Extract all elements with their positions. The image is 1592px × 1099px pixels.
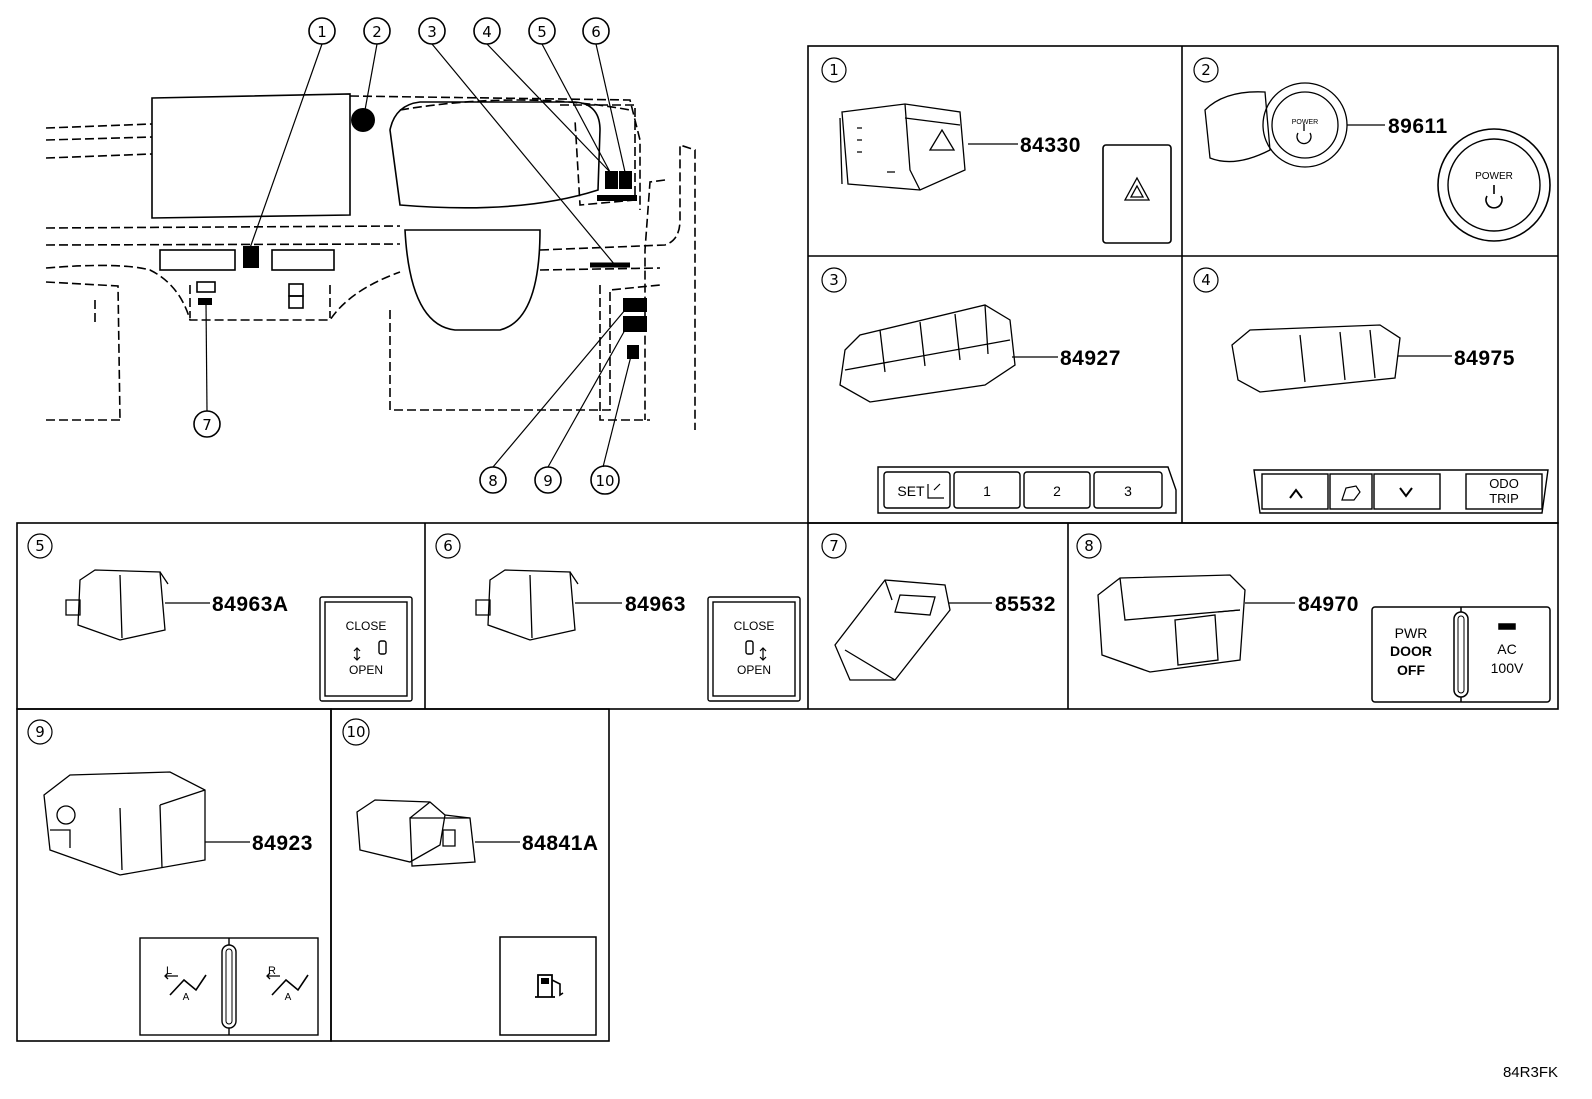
- power-label: POWER: [1475, 171, 1513, 182]
- hazard-button-face: [1102, 144, 1172, 244]
- slide-arrows-icon-6: [759, 647, 767, 661]
- callout-2: 2: [372, 23, 382, 41]
- power-small-label: POWER: [1292, 119, 1318, 126]
- slide-door-face-5: [319, 596, 413, 702]
- callout-4: 4: [482, 23, 492, 41]
- hazard-switch-drawing: [839, 103, 1018, 191]
- panel-3-number: 3: [829, 271, 839, 289]
- seat-switch-face: [139, 937, 319, 1036]
- memory-switch-drawing: [839, 304, 1058, 403]
- memory-1-label: 1: [983, 483, 991, 499]
- panel-9-number: 9: [35, 723, 45, 741]
- seat-set-icon: [927, 483, 944, 499]
- ac-switch-face: [1371, 606, 1551, 703]
- overview-callouts: [193, 17, 620, 495]
- door-label: DOOR: [1390, 643, 1432, 659]
- slide-arrows-icon-5: [353, 647, 361, 661]
- pwr-label: PWR: [1395, 625, 1428, 641]
- panel-2-number: 2: [1201, 61, 1211, 79]
- open-label-5: OPEN: [349, 663, 383, 677]
- close-label-6: CLOSE: [734, 619, 775, 633]
- part-numbers: 84330 89611 84927 84975 84963A 84963 855…: [212, 115, 1515, 855]
- volt-label: 100V: [1491, 660, 1524, 676]
- ac-switch-drawing: [1097, 574, 1295, 673]
- dashboard-markers: [198, 108, 647, 359]
- panel-5-number: 5: [35, 537, 45, 555]
- part-number-84923: 84923: [252, 832, 313, 855]
- part-number-84841A: 84841A: [522, 832, 599, 855]
- callout-6: 6: [591, 23, 601, 41]
- meter-button-strip: [1253, 469, 1549, 514]
- part-number-85532: 85532: [995, 593, 1056, 616]
- panel-grid: [16, 45, 1559, 1042]
- slide-door-switch-6-drawing: [475, 569, 622, 641]
- fuel-lid-face: [499, 936, 597, 1036]
- callout-5: 5: [537, 23, 547, 41]
- off-label: OFF: [1397, 662, 1425, 678]
- callout-9: 9: [543, 472, 553, 490]
- panel-1-number: 1: [829, 61, 839, 79]
- seat-a-left-label: A: [183, 992, 190, 1003]
- part-number-84963: 84963: [625, 593, 686, 616]
- power-switch-drawing: [1204, 82, 1385, 168]
- part-number-84330: 84330: [1020, 134, 1081, 157]
- callout-leaders: [205, 43, 633, 468]
- memory-button-strip: [877, 466, 1177, 514]
- drawing-code: 84R3FK: [1503, 1064, 1558, 1081]
- panel-6-number: 6: [443, 537, 453, 555]
- usb-socket-drawing: [834, 579, 992, 681]
- slide-door-face-6: [707, 596, 801, 702]
- seat-a-right-label: A: [285, 992, 292, 1003]
- button-face-labels: POWER POWER SET 1 2 3 ODO TRIP CLOSE OPE…: [166, 119, 1524, 1003]
- ac-label: AC: [1497, 641, 1516, 657]
- memory-3-label: 3: [1124, 483, 1132, 499]
- panel-4-number: 4: [1201, 271, 1211, 289]
- callout-7: 7: [202, 416, 212, 434]
- panel-7-number: 7: [829, 537, 839, 555]
- slide-door-switch-5-drawing: [65, 569, 210, 641]
- dashboard-overview: [45, 93, 696, 430]
- seat-l-label: L: [166, 965, 172, 977]
- callout-10: 10: [595, 472, 614, 490]
- panel-numbers: 1 2 3 4 5 6 7 8 9 10: [35, 61, 1211, 741]
- seat-r-label: R: [268, 965, 276, 977]
- open-label-6: OPEN: [737, 663, 771, 677]
- part-number-84975: 84975: [1454, 347, 1515, 370]
- memory-2-label: 2: [1053, 483, 1061, 499]
- part-number-84927: 84927: [1060, 347, 1121, 370]
- meter-switch-drawing: [1231, 324, 1452, 393]
- part-number-89611: 89611: [1388, 115, 1448, 138]
- callout-3: 3: [427, 23, 437, 41]
- odo-label: ODO: [1489, 476, 1519, 491]
- panel-10-number: 10: [346, 723, 365, 741]
- callout-1: 1: [317, 23, 327, 41]
- overview-callout-numbers: 1 2 3 4 5 6 7 8 9 10: [202, 23, 614, 490]
- panel-number-circles: [27, 57, 1219, 746]
- small-icons: [353, 483, 944, 661]
- trip-label: TRIP: [1489, 491, 1519, 506]
- power-button-face: [1437, 128, 1551, 242]
- seat-switch-drawing: [43, 771, 250, 876]
- panel-8-number: 8: [1084, 537, 1094, 555]
- part-number-84963A: 84963A: [212, 593, 289, 616]
- close-label-5: CLOSE: [346, 619, 387, 633]
- callout-8: 8: [488, 472, 498, 490]
- part-number-84970: 84970: [1298, 593, 1359, 616]
- memory-set-label: SET: [897, 483, 925, 499]
- fuel-lid-switch-drawing: [356, 799, 520, 867]
